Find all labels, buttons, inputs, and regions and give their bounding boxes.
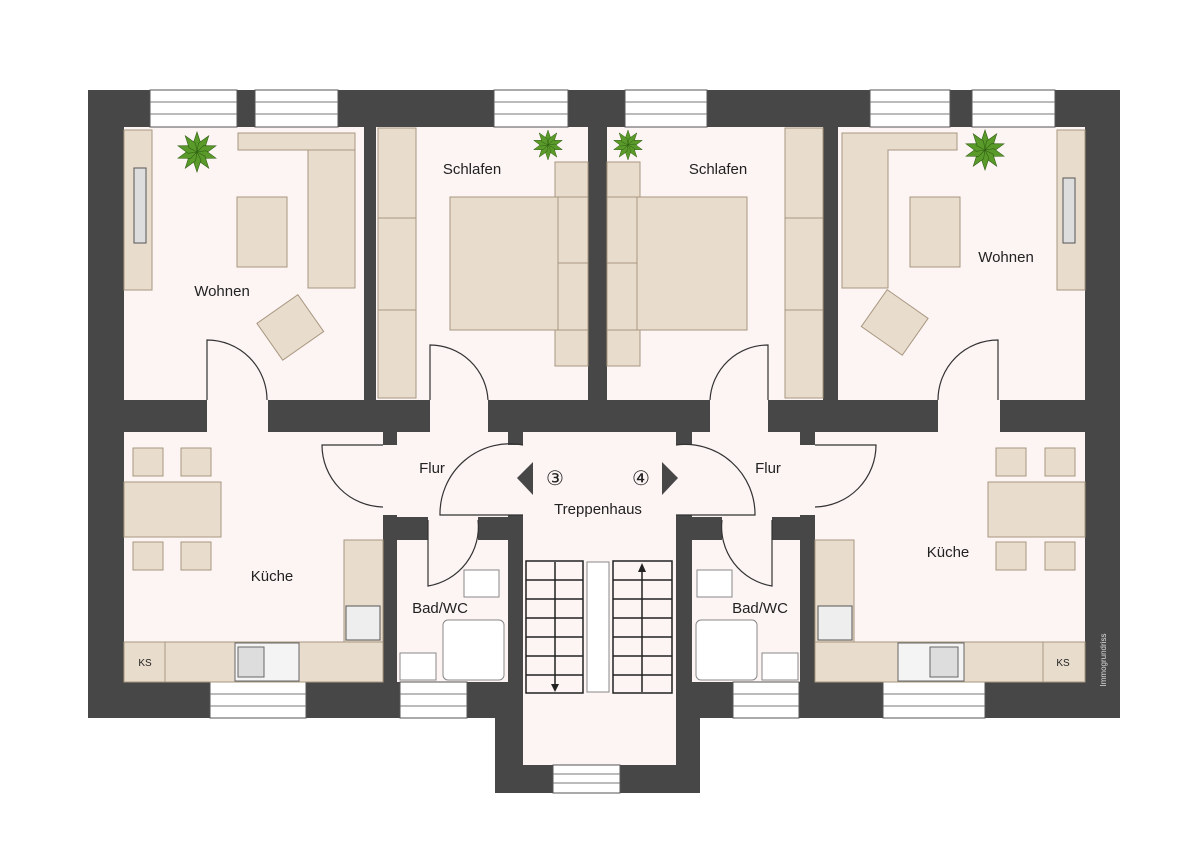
plant-leaf	[538, 132, 549, 146]
unit-number-3: ③	[546, 468, 564, 490]
room-label-flur-left: Flur	[419, 460, 445, 477]
furniture-wohnen-left	[123, 129, 356, 361]
unit-number-4: ④	[632, 468, 650, 490]
room-label-flur-right: Flur	[755, 460, 781, 477]
fridge-label-left: KS	[138, 658, 152, 669]
room-label-kueche-left: Küche	[251, 568, 294, 585]
plant-leaf	[972, 133, 986, 151]
floor-kueche-right	[815, 432, 1085, 682]
unit-3-arrow-icon	[517, 462, 533, 495]
room-label-kueche-right: Küche	[927, 544, 970, 561]
furniture-schlafen-right	[606, 127, 824, 399]
plant-leaf	[618, 132, 629, 146]
windows	[149, 89, 1056, 794]
room-label-bad-left: Bad/WC	[412, 600, 468, 617]
room-label-bad-right: Bad/WC	[732, 600, 788, 617]
watermark: Immogrundriss	[1099, 634, 1108, 687]
unit-4-arrow-icon	[662, 462, 678, 495]
floor-flur-right	[692, 432, 800, 517]
furniture-schlafen-left	[377, 127, 589, 399]
room-label-schlafen-right: Schlafen	[689, 161, 747, 178]
bathroom-fixtures	[399, 569, 799, 681]
room-label-wohnen-right: Wohnen	[978, 249, 1034, 266]
plant-icons	[177, 129, 1005, 173]
floor-kueche-left	[124, 432, 383, 682]
plant-leaf	[184, 135, 198, 153]
furniture-kueche-left	[123, 447, 384, 683]
fridge-label-right: KS	[1056, 658, 1070, 669]
room-label-schlafen-left: Schlafen	[443, 161, 501, 178]
room-label-treppenhaus: Treppenhaus	[554, 501, 642, 518]
room-label-wohnen-left: Wohnen	[194, 283, 250, 300]
staircase	[525, 560, 673, 694]
doors	[206, 339, 999, 587]
furniture-kueche-right	[814, 447, 1086, 683]
furniture-wohnen-right	[841, 129, 1086, 356]
